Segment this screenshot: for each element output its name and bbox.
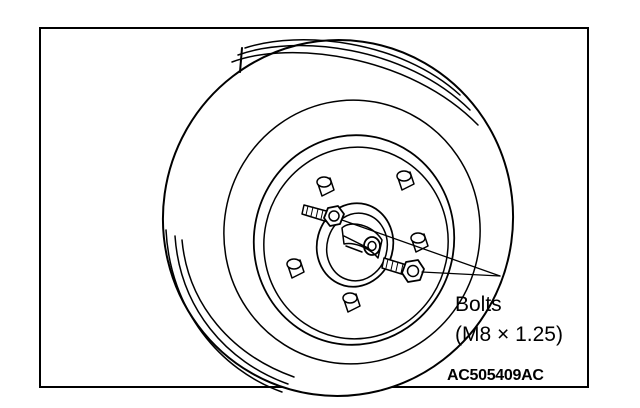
callout-line-2: (M8 × 1.25) — [455, 323, 563, 346]
lug-stud-right — [410, 232, 429, 253]
callout-leader-lines — [341, 219, 501, 277]
lug-stud-left — [286, 258, 305, 279]
callout-line-1: Bolts — [455, 293, 502, 316]
bolt-lower — [381, 257, 425, 283]
bolts-callout: Bolts (M8 × 1.25) — [455, 290, 563, 350]
braking-surface-edge — [223, 99, 481, 365]
bolt-upper — [301, 204, 345, 227]
lug-stud-top-left — [316, 176, 335, 197]
lug-stud-bottom — [342, 292, 361, 313]
lug-stud-top-right — [396, 170, 415, 191]
disc-hat — [252, 134, 456, 346]
center-hub — [315, 202, 395, 288]
figure-code: AC505409AC — [447, 367, 544, 384]
